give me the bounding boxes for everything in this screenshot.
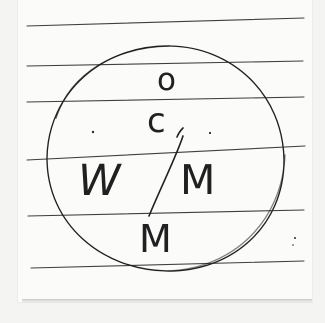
- ruled-line-fourth: [27, 146, 305, 160]
- center-slash: [149, 128, 183, 216]
- symbol-bottom: M: [139, 217, 172, 261]
- mark-dot-edge: [294, 237, 296, 239]
- symbol-top: o: [157, 62, 176, 98]
- mark-dot-right: [209, 132, 211, 134]
- symbol-right: M: [180, 156, 215, 204]
- center-slash-line: [149, 136, 183, 216]
- center-slash-upper-hook: [177, 128, 183, 137]
- ruled-line-bottom: [31, 261, 304, 268]
- ruled-line-top: [27, 18, 304, 26]
- symbol-middle: c: [147, 101, 166, 141]
- symbol-left: W: [78, 156, 122, 206]
- mark-dot-left: [92, 131, 94, 133]
- ruled-line-fifth: [28, 210, 304, 216]
- mark-dot-edge-lower: [292, 244, 294, 246]
